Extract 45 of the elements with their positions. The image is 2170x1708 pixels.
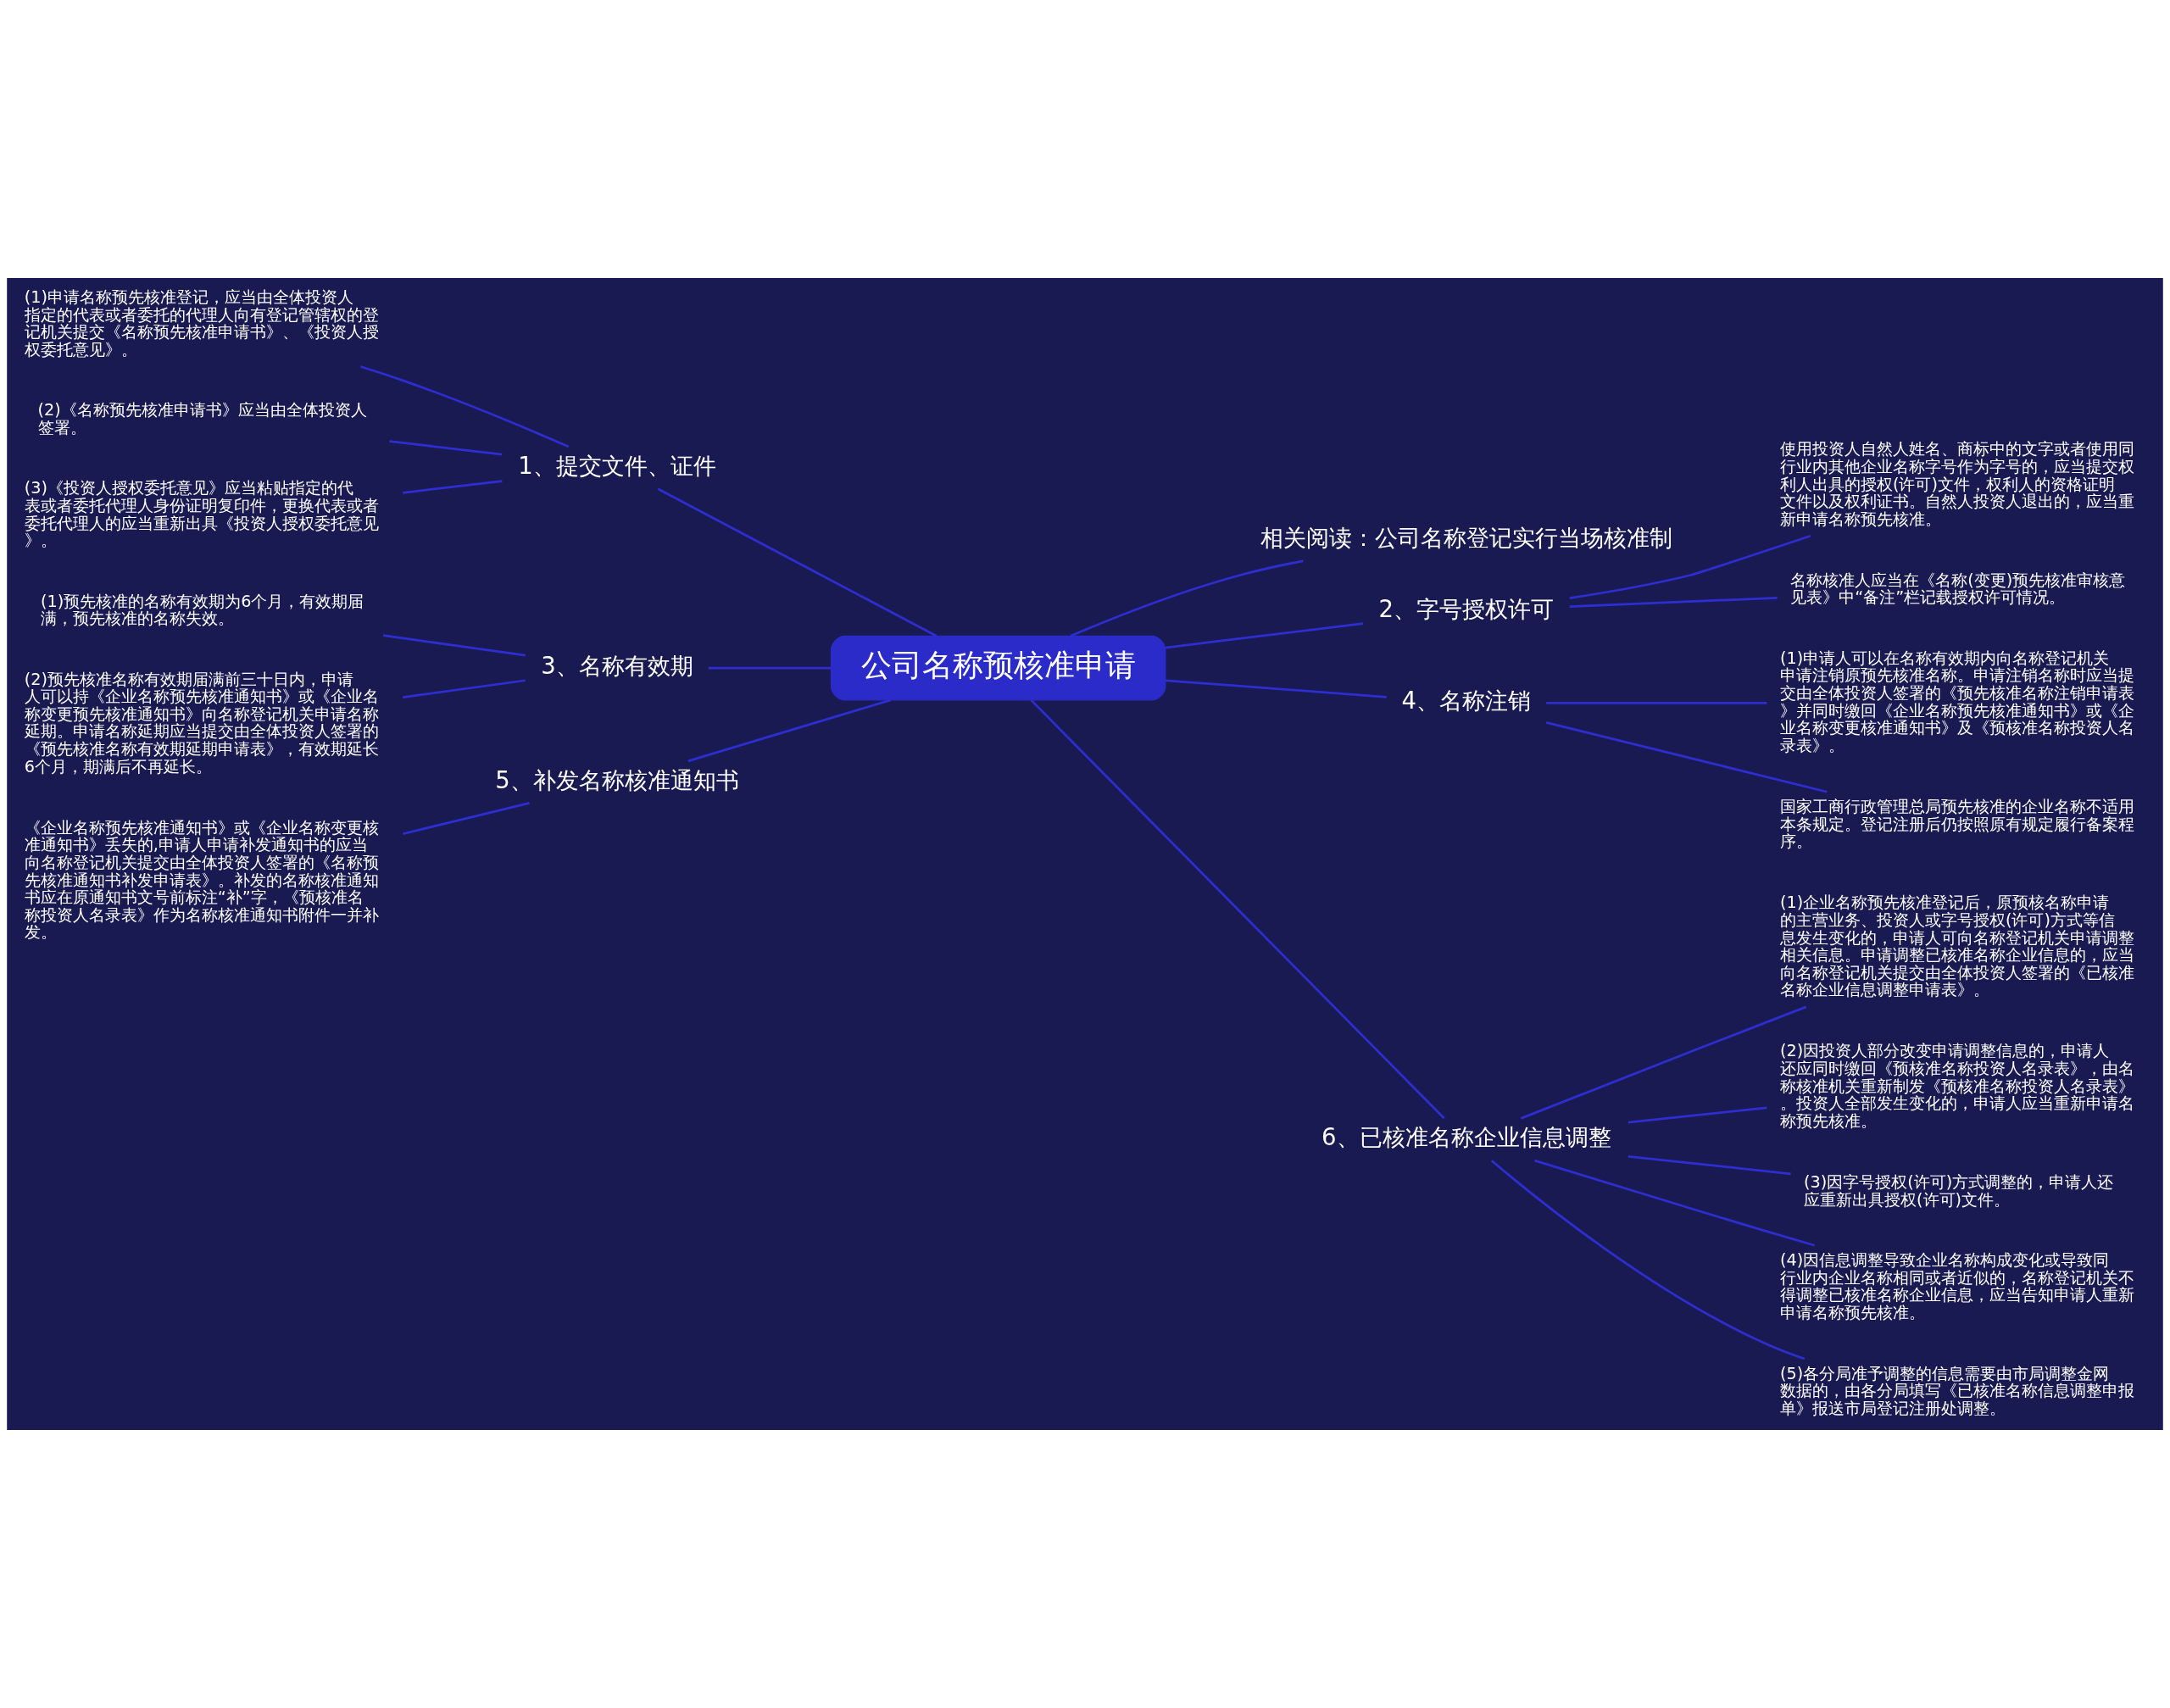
connector (1165, 679, 1387, 698)
connector (657, 487, 938, 637)
connector (382, 634, 526, 657)
node-text: (3)《投资人授权委托意见》应当粘贴指定的代表或者委托代理人身份证明复印件，更换代表或者委托代理人的应当重新出具《投资人授权委托意见》。 (24, 478, 379, 551)
connector (1030, 698, 1445, 1120)
connector (1165, 622, 1364, 649)
connector (1569, 535, 1811, 599)
node-text: (3)因字号授权(许可)方式调整的，申请人还应重新出具授权(许可)文件。 (1804, 1171, 2114, 1210)
connector (1545, 720, 1828, 793)
connector (1569, 596, 1778, 609)
node-box: 公司名称预核准申请 (830, 635, 1166, 701)
connector (1490, 1160, 1806, 1360)
node-text: 《企业名称预先核准通知书》或《企业名称变更核准通知书》丢失的,申请人申请补发通知书的应当向名称登记机关提交由全体投资人签署的《名称预先核准通知书补发申请表》。补发的名称核准通知书应在原通知书文号前标注“补”字，《预核准名称投资人名录表》作为名称核准通知书附件一并补发。 (24, 817, 379, 943)
node-text: 相关阅读：公司名称登记实行当场核准制 (1260, 524, 1672, 551)
node-text: 国家工商行政管理总局预先核准的企业名称不适用本条规定。登记注册后仍按照原有规定履行备案程序。 (1779, 796, 2134, 852)
connector (389, 440, 503, 456)
node-text: (2)《名称预先核准申请书》应当由全体投资人签署。 (37, 400, 367, 437)
connector (1628, 1106, 1767, 1124)
node-text: (1)企业名称预先核准登记后，原预核名称申请的主营业务、投资人或字号授权(许可)方式等信息发生变化的，申请人可向名称登记机关申请调整相关信息。申请调整已核准名称企业信息的，应当向名称登记机关提交由全体投资人签署的《已核准名称企业信息调整申请表》。 (1779, 893, 2134, 1000)
node-text: 使用投资人自然人姓名、商标中的文字或者使用同行业内其他企业名称字号作为字号的，应当提交权利人出具的授权(许可)文件，权利人的资格证明文件以及权利证书。自然人投资人退出的，应当重新申请名称预先核准。 (1779, 439, 2134, 529)
node-text: 3、名称有效期 (541, 652, 693, 679)
node-text: 名称核准人应当在《名称(变更)预先核准审核意见表》中“备注”栏记载授权许可情况。 (1790, 570, 2126, 608)
connector (1534, 1159, 1816, 1247)
connector (1520, 1005, 1807, 1120)
connector (687, 698, 892, 763)
node-text: (4)因信息调整导致企业名称构成变化或导致同行业内企业名称相同或者近似的，名称登记机关不得调整已核准名称企业信息，应当告知申请人重新申请名称预先核准。 (1779, 1249, 2134, 1322)
connector (1628, 1155, 1791, 1176)
connector (360, 365, 570, 448)
connector (1546, 701, 1767, 704)
connector (402, 802, 530, 836)
node-text: 5、补发名称核准通知书 (495, 766, 739, 793)
node-text: (1)申请人可以在名称有效期内向名称登记机关申请注销原预先核准名称。申请注销名称时应当提交由全体投资人签署的《预先核准名称注销申请表》并同时缴回《企业名称预先核准通知书》或《企业名称变更核准通知书》及《预核准名称投资人名录表》。 (1779, 648, 2134, 755)
node-text: (2)预先核准名称有效期届满前三十日内，申请人可以持《企业名称预先核准通知书》或《企业名称变更预先核准通知书》向名称登记机关申请名称延期。申请名称延期应当提交由全体投资人签署的《预先核准名称有效期延期申请表》，有效期延长6个月，期满后不再延长。 (24, 669, 379, 776)
node-text: (2)因投资人部分改变申请调整信息的，申请人还应同时缴回《预核准名称投资人名录表》，由名称核准机关重新制发《预核准名称投资人名录表》。投资人全部发生变化的，申请人应当重新申请名称预先核准。 (1779, 1041, 2134, 1131)
node-text: (1)预先核准的名称有效期为6个月，有效期届满，预先核准的名称失效。 (41, 591, 364, 629)
node-text: (1)申请名称预先核准登记，应当由全体投资人指定的代表或者委托的代理人向有登记管辖权的登记机关提交《名称预先核准申请书》、《投资人授权委托意见》。 (24, 287, 379, 359)
node-text: 1、提交文件、证件 (518, 452, 716, 479)
connector (403, 480, 503, 494)
node-text: (5)各分局准予调整的信息需要由市局调整金网数据的，由各分局填写《已核准名称信息调整申报单》报送市局登记注册处调整。 (1779, 1363, 2134, 1419)
node-text: 6、已核准名称企业信息调整 (1321, 1124, 1611, 1151)
node-text: 4、名称注销 (1401, 687, 1532, 715)
connector (403, 679, 526, 698)
node-text: 2、字号授权许可 (1378, 595, 1555, 622)
connector (708, 666, 832, 670)
connector (1070, 559, 1304, 637)
